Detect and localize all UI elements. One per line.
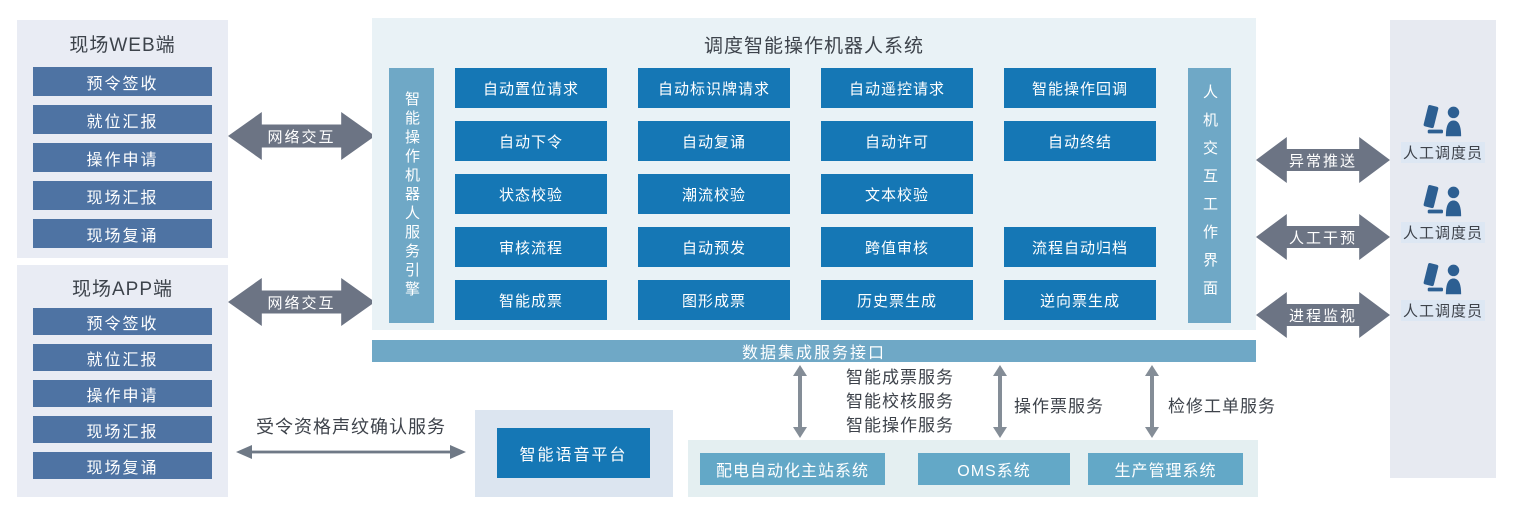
function-box: 自动遥控请求 xyxy=(821,68,973,108)
function-box: 自动置位请求 xyxy=(455,68,607,108)
exception-push-label: 异常推送 xyxy=(1288,152,1357,170)
web-item: 现场汇报 xyxy=(33,181,212,210)
service-line: 智能成票服务 xyxy=(846,368,954,387)
app-item: 预令签收 xyxy=(33,308,212,335)
dispatcher-at-computer-icon xyxy=(1423,105,1462,137)
web-item: 预令签收 xyxy=(33,67,212,96)
function-box: 自动复诵 xyxy=(638,121,790,161)
function-box: 自动预发 xyxy=(638,227,790,267)
voice-platform-box: 智能语音平台 xyxy=(497,428,650,478)
manual-intervention-arrow: 人工干预 xyxy=(1256,214,1390,260)
manual-intervention-label: 人工干预 xyxy=(1288,229,1357,247)
dispatcher-label: 人工调度员 xyxy=(1400,142,1485,163)
function-grid: 自动置位请求 自动标识牌请求 自动遥控请求 智能操作回调 自动下令 自动复诵 自… xyxy=(455,68,1156,320)
hmi-bar: 人机交互工作界面 xyxy=(1188,68,1231,323)
operation-ticket-service-label: 操作票服务 xyxy=(1014,397,1104,416)
app-item: 就位汇报 xyxy=(33,344,212,371)
dispatcher-label: 人工调度员 xyxy=(1400,222,1485,243)
robot-system-title: 调度智能操作机器人系统 xyxy=(703,36,924,57)
process-monitor-arrow: 进程监视 xyxy=(1256,292,1390,338)
web-panel: 现场WEB端 预令签收 就位汇报 操作申请 现场汇报 现场复诵 xyxy=(17,20,228,258)
dispatcher-at-computer-icon xyxy=(1423,263,1462,295)
function-box: 状态校验 xyxy=(455,174,607,214)
maintenance-order-service-label: 检修工单服务 xyxy=(1168,397,1276,416)
function-box: 智能操作回调 xyxy=(1004,68,1156,108)
grid-row: 状态校验 潮流校验 文本校验 xyxy=(455,174,1156,214)
grid-row: 自动下令 自动复诵 自动许可 自动终结 xyxy=(455,121,1156,161)
integration-services-labels: 智能成票服务 智能校核服务 智能操作服务 xyxy=(838,366,962,438)
system-box: OMS系统 xyxy=(918,453,1070,485)
app-item: 操作申请 xyxy=(33,380,212,407)
network-arrow-bottom-label: 网络交互 xyxy=(267,294,336,312)
service-line: 智能校核服务 xyxy=(846,392,954,411)
function-box: 历史票生成 xyxy=(821,280,973,320)
app-panel: 现场APP端 预令签收 就位汇报 操作申请 现场汇报 现场复诵 xyxy=(17,265,228,497)
integration-arrow-1 xyxy=(793,365,807,438)
function-box: 自动标识牌请求 xyxy=(638,68,790,108)
function-box: 潮流校验 xyxy=(638,174,790,214)
network-arrow-top-label: 网络交互 xyxy=(267,128,336,146)
app-item: 现场复诵 xyxy=(33,452,212,479)
app-panel-title: 现场APP端 xyxy=(71,279,174,300)
dispatcher-panel xyxy=(1390,20,1496,478)
voiceprint-link-arrow xyxy=(236,445,466,459)
system-box: 生产管理系统 xyxy=(1088,453,1243,485)
web-item: 操作申请 xyxy=(33,143,212,172)
function-box: 自动许可 xyxy=(821,121,973,161)
web-item: 就位汇报 xyxy=(33,105,212,134)
grid-row: 审核流程 自动预发 跨值审核 流程自动归档 xyxy=(455,227,1156,267)
app-item: 现场汇报 xyxy=(33,416,212,443)
dispatcher-at-computer-icon xyxy=(1423,185,1462,217)
network-arrow-bottom: 网络交互 xyxy=(228,278,375,326)
function-box: 图形成票 xyxy=(638,280,790,320)
dispatcher-label: 人工调度员 xyxy=(1400,300,1485,321)
network-arrow-top: 网络交互 xyxy=(228,112,375,160)
function-box: 逆向票生成 xyxy=(1004,280,1156,320)
function-box: 智能成票 xyxy=(455,280,607,320)
dispatcher-group: 人工调度员 xyxy=(1392,184,1494,243)
function-box: 文本校验 xyxy=(821,174,973,214)
grid-row: 智能成票 图形成票 历史票生成 逆向票生成 xyxy=(455,280,1156,320)
dispatcher-group: 人工调度员 xyxy=(1392,262,1494,321)
integration-arrow-3 xyxy=(1145,365,1159,438)
system-box: 配电自动化主站系统 xyxy=(700,453,885,485)
dispatcher-group: 人工调度员 xyxy=(1392,104,1494,163)
service-line: 智能操作服务 xyxy=(846,416,954,435)
grid-row: 自动置位请求 自动标识牌请求 自动遥控请求 智能操作回调 xyxy=(455,68,1156,108)
function-box: 自动下令 xyxy=(455,121,607,161)
web-panel-title: 现场WEB端 xyxy=(69,35,176,56)
data-integration-bar: 数据集成服务接口 xyxy=(372,340,1256,362)
engine-bar: 智能操作机器人服务引擎 xyxy=(389,68,434,323)
function-box: 审核流程 xyxy=(455,227,607,267)
function-box: 自动终结 xyxy=(1004,121,1156,161)
function-box: 流程自动归档 xyxy=(1004,227,1156,267)
integration-arrow-2 xyxy=(993,365,1007,438)
voiceprint-service-label: 受令资格声纹确认服务 xyxy=(256,417,446,437)
function-box: 跨值审核 xyxy=(821,227,973,267)
exception-push-arrow: 异常推送 xyxy=(1256,137,1390,183)
web-item: 现场复诵 xyxy=(33,219,212,248)
process-monitor-label: 进程监视 xyxy=(1288,307,1357,325)
